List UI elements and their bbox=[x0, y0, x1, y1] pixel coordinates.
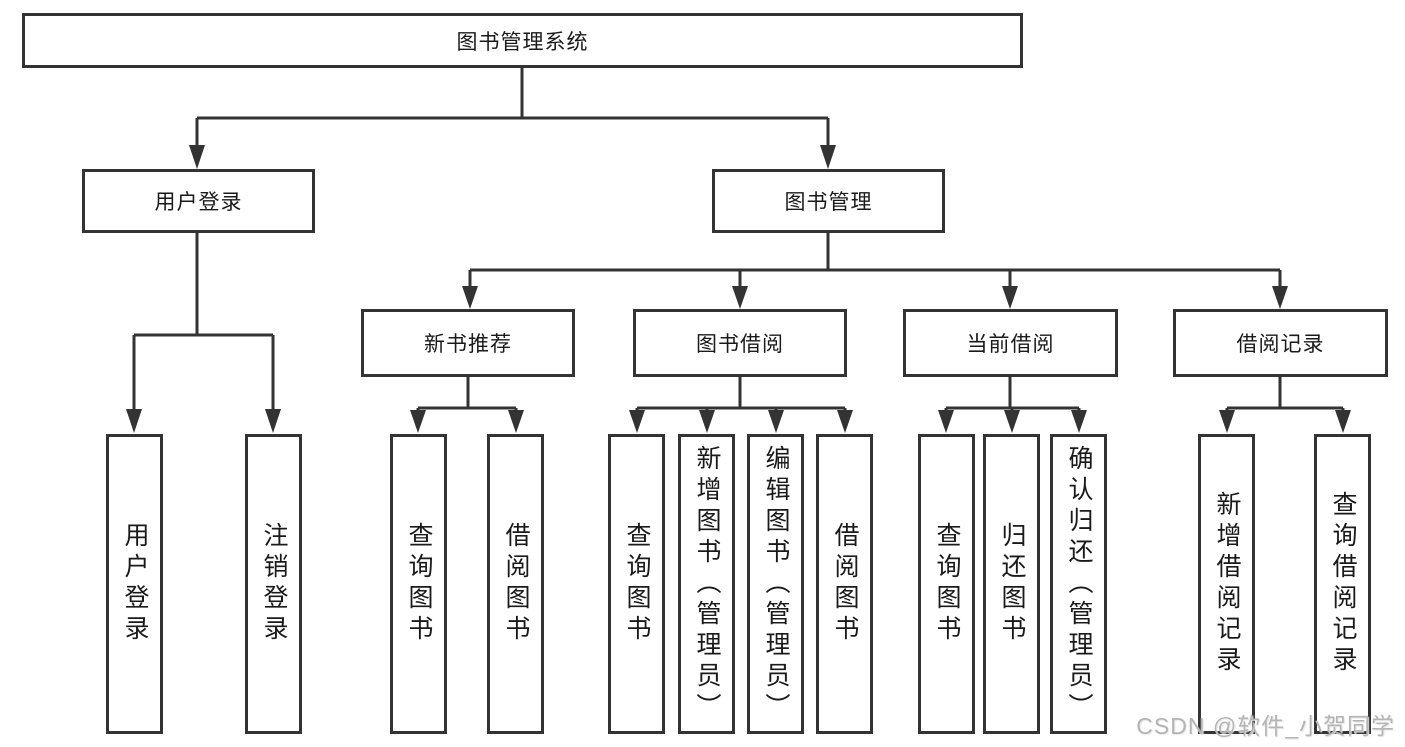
arrowheads bbox=[938, 410, 1087, 433]
leaf-edit-book-admin-label: 编辑图书（管理员） bbox=[762, 444, 790, 724]
connector-history-to-leaves bbox=[1219, 377, 1351, 433]
node-book-management: 图书管理 bbox=[712, 169, 945, 233]
node-current-borrow-label: 当前借阅 bbox=[966, 333, 1055, 356]
node-borrow-record-label: 借阅记录 bbox=[1236, 333, 1325, 356]
node-borrow-record: 借阅记录 bbox=[1173, 309, 1388, 377]
edge-lines bbox=[132, 233, 275, 410]
node-new-book-recommend-label: 新书推荐 bbox=[424, 333, 512, 356]
leaf-add-book-admin: 新增图书（管理员） bbox=[678, 434, 735, 734]
connector-root-to-level2 bbox=[189, 67, 836, 169]
leaf-logout-login: 注销登录 bbox=[245, 434, 302, 734]
connector-current-to-leaves bbox=[938, 377, 1087, 433]
leaf-borrow-query-book-label: 查询图书 bbox=[623, 522, 651, 646]
arrowheads bbox=[1219, 410, 1351, 433]
leaf-borrow-book-label: 借阅图书 bbox=[831, 522, 859, 646]
leaf-add-book-admin-label: 新增图书（管理员） bbox=[693, 444, 721, 724]
node-user-login-label: 用户登录 bbox=[154, 191, 243, 214]
leaf-confirm-return-admin-label: 确认归还（管理员） bbox=[1065, 444, 1093, 724]
connector-recommend-to-leaves bbox=[410, 377, 524, 433]
node-library-system-label: 图书管理系统 bbox=[456, 30, 589, 54]
arrowheads bbox=[629, 410, 853, 433]
edge-lines bbox=[416, 377, 518, 412]
node-book-management-label: 图书管理 bbox=[784, 191, 873, 214]
leaf-borrow-query-book: 查询图书 bbox=[608, 434, 665, 734]
leaf-confirm-return-admin: 确认归还（管理员） bbox=[1050, 434, 1107, 734]
leaf-query-borrow-record-label: 查询借阅记录 bbox=[1329, 491, 1357, 677]
connector-user-login-to-leaves bbox=[126, 233, 281, 433]
connector-book-management-to-level3 bbox=[462, 233, 1288, 309]
leaf-user-login-label: 用户登录 bbox=[121, 522, 149, 646]
node-new-book-recommend: 新书推荐 bbox=[361, 309, 575, 377]
leaf-borrow-book: 借阅图书 bbox=[816, 434, 873, 734]
arrowheads bbox=[189, 145, 836, 169]
leaf-return-book: 归还图书 bbox=[983, 434, 1040, 734]
leaf-user-login: 用户登录 bbox=[106, 434, 163, 734]
connector-borrow-to-leaves bbox=[629, 377, 853, 433]
edge-lines bbox=[468, 233, 1282, 288]
leaf-query-borrow-record: 查询借阅记录 bbox=[1314, 434, 1371, 734]
node-book-borrow-label: 图书借阅 bbox=[696, 333, 784, 356]
node-user-login: 用户登录 bbox=[82, 169, 315, 233]
node-current-borrow: 当前借阅 bbox=[903, 309, 1118, 377]
edge-lines bbox=[195, 67, 830, 148]
arrowheads bbox=[126, 409, 281, 433]
leaf-recommend-borrow-book-label: 借阅图书 bbox=[502, 522, 530, 646]
leaf-current-query-book-label: 查询图书 bbox=[933, 522, 961, 646]
edge-lines bbox=[1225, 377, 1345, 412]
leaf-recommend-query-book: 查询图书 bbox=[390, 434, 447, 734]
leaf-recommend-borrow-book: 借阅图书 bbox=[487, 434, 544, 734]
leaf-return-book-label: 归还图书 bbox=[998, 522, 1026, 646]
arrowheads bbox=[410, 410, 524, 433]
edge-lines bbox=[635, 377, 847, 412]
arrowheads bbox=[462, 286, 1288, 309]
csdn-watermark: CSDN @软件_小贺同学 bbox=[1136, 713, 1395, 739]
leaf-recommend-query-book-label: 查询图书 bbox=[405, 522, 433, 646]
leaf-current-query-book: 查询图书 bbox=[918, 434, 975, 734]
edge-lines bbox=[944, 377, 1081, 412]
node-book-borrow: 图书借阅 bbox=[633, 309, 847, 377]
leaf-add-borrow-record: 新增借阅记录 bbox=[1198, 434, 1255, 734]
node-library-system: 图书管理系统 bbox=[22, 13, 1023, 68]
leaf-add-borrow-record-label: 新增借阅记录 bbox=[1213, 491, 1241, 677]
leaf-logout-login-label: 注销登录 bbox=[260, 522, 288, 646]
leaf-edit-book-admin: 编辑图书（管理员） bbox=[747, 434, 804, 734]
